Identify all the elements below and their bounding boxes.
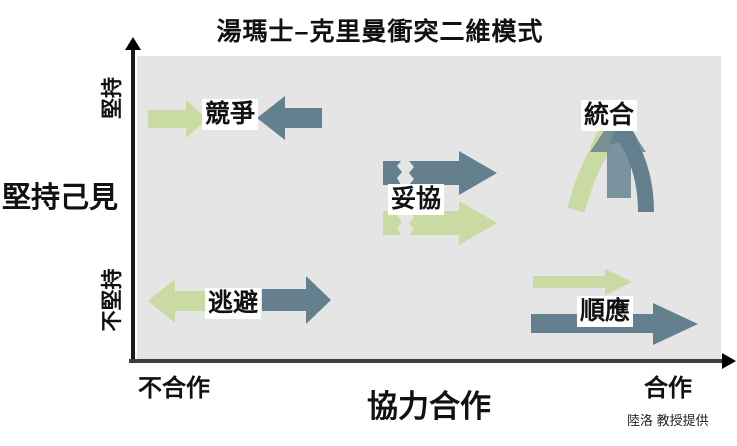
mode-label-compromising: 妥協 [388, 184, 445, 215]
mode-label-collaborating: 統合 [581, 100, 638, 131]
y-axis-title: 堅持己見 [2, 182, 119, 214]
mode-label-avoiding: 逃避 [205, 288, 262, 319]
green-right-arrow-shape [148, 100, 207, 138]
y-axis-line [131, 48, 135, 362]
avoiding-blue-right-arrow-icon [262, 276, 331, 324]
blue-right-arrow-shape [262, 276, 331, 324]
avoiding-green-left-arrow-icon [148, 279, 211, 323]
accommodating-green-right-arrow-icon [533, 269, 632, 295]
green-right-arrow-shape [533, 269, 632, 295]
x-tick-cooperative: 合作 [644, 375, 692, 402]
competing-blue-left-arrow-icon [257, 96, 322, 140]
green-curved-arrow-shape [567, 138, 612, 213]
green-broken-tail-shape [383, 211, 402, 235]
page-title: 湯瑪士–克里曼衝突二維模式 [216, 18, 544, 46]
competing-green-right-arrow-icon [148, 100, 207, 138]
blue-left-arrow-shape [257, 96, 322, 140]
mode-label-accommodating: 順應 [577, 296, 634, 327]
mode-label-competing: 競爭 [202, 99, 259, 130]
y-tick-unassertive: 不堅持 [101, 268, 124, 332]
green-left-arrow-shape [148, 279, 211, 323]
blue-broken-tail-shape [383, 161, 402, 185]
x-axis-title: 協力合作 [367, 389, 491, 424]
y-tick-assertive: 堅持 [101, 77, 124, 119]
credit-text: 陸洛 教授提供 [627, 413, 709, 428]
blue-curved-arrow-shape [619, 133, 654, 213]
x-axis-arrow-icon [722, 353, 736, 369]
y-axis-arrow-icon [125, 37, 141, 50]
x-tick-uncooperative: 不合作 [138, 375, 210, 402]
x-axis-line [129, 359, 725, 363]
